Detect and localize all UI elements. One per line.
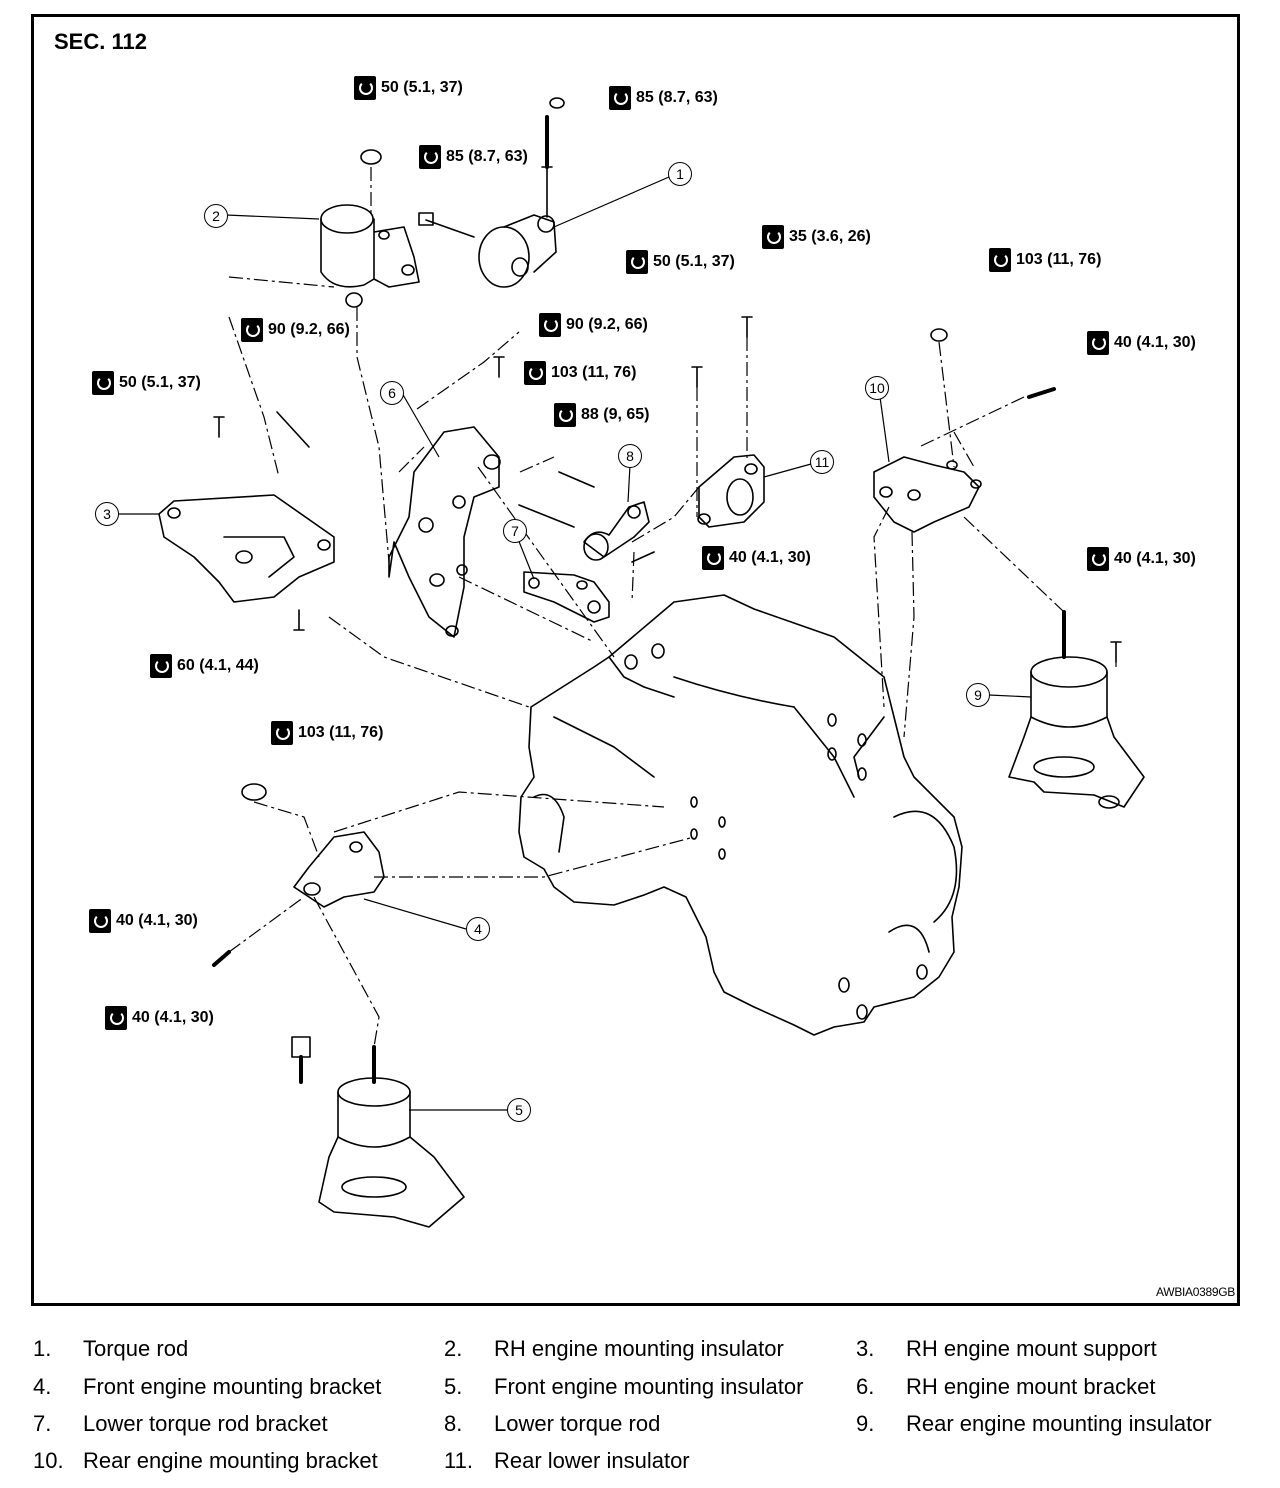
torque-spec: 40 (4.1, 30) — [1087, 546, 1196, 572]
torque-wrench-icon — [1087, 547, 1109, 571]
rear-engine-mounting-insulator-drawing — [1008, 610, 1145, 809]
torque-spec: 85 (8.7, 63) — [609, 85, 718, 111]
callout-1: 1 — [668, 162, 692, 186]
torque-wrench-icon — [1087, 331, 1109, 355]
legend-item: 11.Rear lower insulator — [444, 1448, 690, 1473]
front-engine-mounting-insulator-drawing — [291, 1036, 465, 1228]
callout-4: 4 — [466, 917, 490, 941]
engine-block — [518, 594, 963, 1036]
callout-3: 3 — [95, 502, 119, 526]
callout-8: 8 — [618, 444, 642, 468]
torque-spec: 103 (11, 76) — [524, 360, 636, 386]
torque-spec: 40 (4.1, 30) — [702, 545, 811, 571]
torque-wrench-icon — [241, 318, 263, 342]
torque-spec: 90 (9.2, 66) — [241, 317, 350, 343]
legend-item: 1.Torque rod — [33, 1336, 189, 1361]
callout-5: 5 — [507, 1098, 531, 1122]
torque-wrench-icon — [626, 250, 648, 274]
legend-item: 4.Front engine mounting bracket — [33, 1374, 382, 1399]
lower-torque-rod-drawing — [518, 471, 655, 563]
torque-spec: 60 (4.1, 44) — [150, 653, 259, 679]
callout-6: 6 — [380, 381, 404, 405]
torque-wrench-icon — [554, 403, 576, 427]
torque-spec: 103 (11, 76) — [989, 247, 1101, 273]
callout-10: 10 — [865, 376, 889, 400]
legend-item: 9.Rear engine mounting insulator — [856, 1411, 1212, 1436]
rh-engine-mount-support-drawing — [158, 411, 335, 631]
lower-torque-rod-bracket-drawing — [523, 571, 610, 623]
torque-spec: 50 (5.1, 37) — [92, 370, 201, 396]
legend-item: 7.Lower torque rod bracket — [33, 1411, 328, 1436]
legend-item: 8.Lower torque rod — [444, 1411, 661, 1436]
figure-code: AWBIA0389GB — [1156, 1285, 1235, 1299]
torque-wrench-icon — [989, 248, 1011, 272]
torque-spec: 88 (9, 65) — [554, 402, 649, 428]
callout-11: 11 — [810, 450, 834, 474]
callout-7: 7 — [503, 519, 527, 543]
rear-engine-mounting-bracket-drawing — [873, 328, 1056, 533]
legend-item: 2.RH engine mounting insulator — [444, 1336, 784, 1361]
torque-wrench-icon — [89, 909, 111, 933]
callout-9: 9 — [966, 683, 990, 707]
rh-engine-mount-bracket-drawing — [388, 356, 505, 638]
torque-wrench-icon — [524, 361, 546, 385]
torque-spec: 50 (5.1, 37) — [626, 249, 735, 275]
torque-spec: 103 (11, 76) — [271, 720, 383, 746]
front-engine-mounting-bracket-drawing — [212, 783, 385, 967]
rear-lower-insulator-drawing — [691, 316, 765, 528]
legend-item: 10.Rear engine mounting bracket — [33, 1448, 378, 1473]
torque-wrench-icon — [354, 76, 376, 100]
torque-spec: 40 (4.1, 30) — [1087, 330, 1196, 356]
callout-2: 2 — [204, 204, 228, 228]
torque-wrench-icon — [539, 313, 561, 337]
torque-spec: 35 (3.6, 26) — [762, 224, 871, 250]
rh-engine-mounting-insulator-drawing — [320, 149, 420, 308]
torque-spec: 85 (8.7, 63) — [419, 144, 528, 170]
torque-rod-drawing — [418, 97, 565, 288]
torque-wrench-icon — [92, 371, 114, 395]
torque-spec: 40 (4.1, 30) — [89, 908, 198, 934]
torque-wrench-icon — [419, 145, 441, 169]
torque-spec: 40 (4.1, 30) — [105, 1005, 214, 1031]
torque-wrench-icon — [762, 225, 784, 249]
torque-wrench-icon — [271, 721, 293, 745]
section-label: SEC. 112 — [54, 29, 147, 54]
torque-spec: 50 (5.1, 37) — [354, 75, 463, 101]
torque-spec: 90 (9.2, 66) — [539, 312, 648, 338]
exploded-view-drawing — [119, 97, 1145, 1228]
torque-wrench-icon — [105, 1006, 127, 1030]
legend-item: 6.RH engine mount bracket — [856, 1374, 1156, 1399]
torque-wrench-icon — [609, 86, 631, 110]
legend-item: 3.RH engine mount support — [856, 1336, 1157, 1361]
torque-wrench-icon — [702, 546, 724, 570]
torque-wrench-icon — [150, 654, 172, 678]
diagram-frame: SEC. 112 AWBIA0389GB 50 (5.1, 37) 85 (8.… — [31, 14, 1240, 1306]
legend-item: 5.Front engine mounting insulator — [444, 1374, 804, 1399]
